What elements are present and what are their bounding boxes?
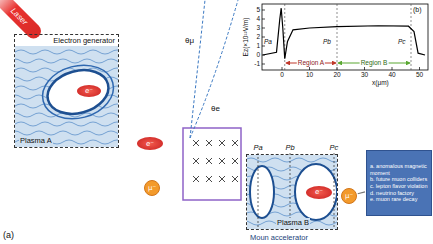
tick-label: 10: [306, 71, 313, 79]
drawing-rect: [247, 155, 337, 229]
box-heading: Moun accelerator: [246, 233, 338, 243]
drawing-ellipse: [295, 164, 337, 220]
connector-line: [358, 192, 365, 194]
drawing-ellipse: [36, 58, 118, 127]
tick-label: 40: [388, 71, 395, 79]
drawing-path: [193, 140, 238, 182]
tick-label: 50: [416, 71, 423, 79]
list-item: a. anomalous magnetic moment: [370, 163, 428, 176]
drawing-line: [411, 4, 412, 70]
tick-label: 2: [256, 33, 260, 41]
panel-label: (b): [413, 6, 422, 15]
position-label: Pc: [330, 143, 339, 152]
particle-label: e⁻: [146, 140, 154, 148]
drawing-use: [15, 122, 118, 126]
tick-label: 5: [256, 6, 260, 14]
axis-title: Ez(×10¹²V/m): [242, 18, 250, 57]
position-label: Pa: [253, 143, 262, 152]
panel-label: (a): [3, 230, 14, 241]
drawing-rect: [262, 4, 428, 70]
box-heading: Electron generator: [53, 36, 115, 45]
drawing-path: [190, 0, 238, 138]
particle-label: e⁻: [315, 188, 323, 196]
drawing-ellipse: [250, 166, 274, 218]
tick-label: 3: [256, 24, 260, 32]
drawing-line: [284, 4, 285, 70]
plasma-a: [15, 46, 118, 147]
electron-generator-box: Electron generatorPlasma A e⁻: [14, 34, 119, 148]
position-label: Pb: [285, 143, 294, 152]
muon-particle: μ⁻: [341, 188, 357, 204]
list-item: c. lepton flavor violation: [370, 183, 428, 190]
tick-label: 30: [361, 71, 368, 79]
list-item: d. neutrino factory: [370, 190, 428, 197]
drawing-use: [15, 59, 118, 63]
drawing-path: [190, 0, 205, 138]
angle-label: θe: [211, 104, 220, 114]
applications-box: a. anomalous magnetic momentb. future mu…: [366, 150, 432, 216]
drawing-path: [262, 10, 420, 70]
drawing-g: [285, 4, 411, 70]
tick-label: 1: [256, 42, 260, 50]
magnet: [183, 128, 241, 200]
tick-label: 20: [333, 71, 340, 79]
position-markers: [258, 153, 334, 229]
position-label: Pb: [323, 38, 331, 46]
axis-title: x(μm): [372, 79, 389, 87]
region-label: Region B: [360, 59, 389, 67]
drawing-line: [337, 4, 338, 70]
region-label: Region A: [297, 59, 325, 67]
particle-label: μ⁻: [148, 184, 156, 192]
laser-label: Laser: [9, 6, 30, 27]
tick-label: 0: [280, 71, 284, 79]
drawing-polyline: [263, 8, 425, 58]
particle-label: e⁻: [85, 87, 93, 95]
list-item: b. future muon colliders: [370, 176, 428, 183]
muon-accelerator-box: Moun accelerator Plasma B e⁻: [246, 154, 338, 243]
drawing-line: [258, 153, 259, 229]
tick-label: 4: [256, 15, 260, 23]
electron-bunch: e⁻: [306, 186, 332, 199]
particle-label: μ⁻: [345, 192, 353, 200]
trajectories: [190, 0, 238, 138]
tick-label: 0: [256, 51, 260, 59]
drawing-rect: [183, 128, 241, 200]
electron-bunch: e⁻: [77, 85, 101, 97]
position-label: Pc: [398, 38, 406, 46]
plasma-label: Plasma B: [276, 218, 310, 227]
list-item: e. muon rare decay: [370, 196, 428, 203]
drawing-use: [15, 50, 118, 54]
plasma-label: Plasma A: [19, 136, 53, 145]
angle-label: θμ: [185, 36, 194, 46]
plasma-b: [247, 155, 337, 229]
tick-label: -1: [254, 60, 260, 68]
electron-bunch: e⁻: [137, 137, 163, 150]
muon-particle: μ⁻: [144, 180, 160, 196]
laser-beam: Laser: [0, 0, 44, 42]
drawing-ellipse: [43, 64, 114, 121]
field-plot: [262, 4, 428, 70]
position-label: Pa: [264, 38, 272, 46]
drawing-use: [15, 131, 118, 135]
drawing-line: [334, 153, 335, 229]
drawing-use: [247, 158, 337, 162]
